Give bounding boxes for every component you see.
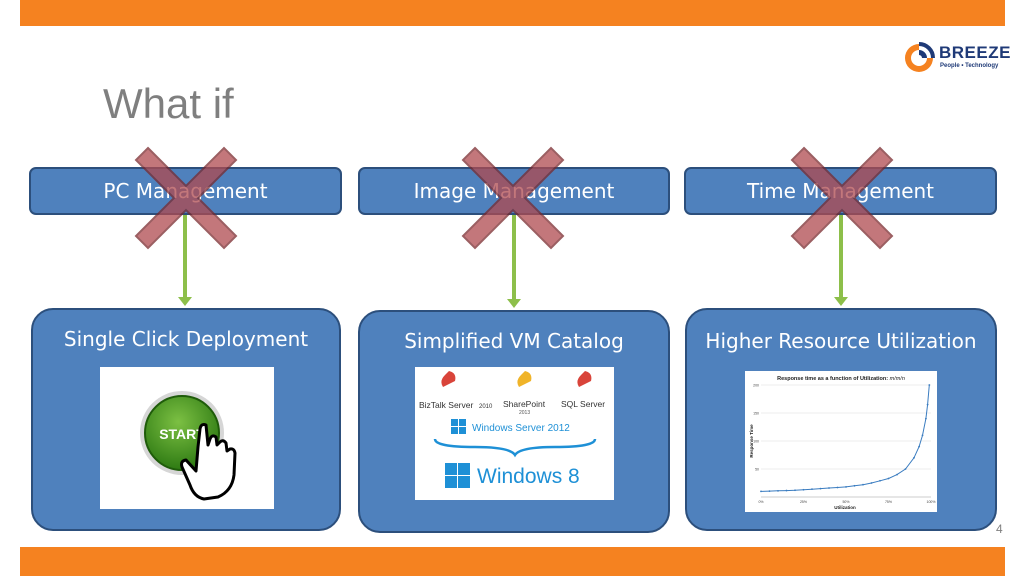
chart-data-point — [870, 482, 873, 484]
arrow-shaft — [839, 215, 843, 299]
chart-data-point — [794, 489, 796, 492]
chart-data-point — [828, 487, 830, 489]
single-click-deployment-box: Single Click Deployment START — [31, 308, 341, 531]
response-time-chart: Response time as a function of Utilizati… — [745, 371, 937, 512]
windows-server-label: Windows Server 2012 — [472, 423, 570, 434]
chart-data-point — [896, 473, 898, 476]
sharepoint-logo-icon: SharePoint 2013 — [503, 371, 546, 416]
chart-data-point — [760, 490, 762, 493]
biztalk-logo-icon: BizTalk Server 2010 — [419, 371, 493, 410]
sql-server-label: SQL Server — [561, 399, 605, 409]
chart-y-tick-label: 200 — [753, 384, 759, 388]
sql-server-logo-icon: SQL Server — [561, 371, 605, 409]
chart-data-point — [928, 384, 931, 386]
chart-data-point — [925, 417, 927, 420]
arrow-shaft — [183, 215, 187, 299]
breeze-logo: BREEZE People • Technology — [902, 39, 1012, 79]
cross-mark-icon — [134, 146, 238, 250]
chart-data-point — [921, 434, 924, 437]
simplified-vm-catalog-label: Simplified VM Catalog — [404, 329, 624, 353]
biztalk-year: 2010 — [479, 404, 493, 410]
biztalk-label: BizTalk Server — [419, 400, 473, 410]
arrow-head-icon — [834, 297, 848, 306]
cross-mark-icon — [790, 146, 894, 250]
arrow-shaft — [512, 215, 516, 301]
windows-8-label: Windows 8 — [477, 465, 580, 488]
chart-y-tick-label: 50 — [755, 468, 759, 472]
bottom-accent-bar — [20, 547, 1005, 576]
chart-title: Response time as a function of Utilizati… — [777, 376, 888, 382]
chart-model: m/m/n — [890, 376, 905, 382]
sharepoint-label: SharePoint — [503, 399, 546, 409]
higher-resource-utilization-box: Higher Resource Utilization Response tim… — [685, 308, 997, 531]
chart-data-point — [918, 445, 920, 448]
simplified-vm-catalog-box: Simplified VM Catalog BizTalk Server 201… — [358, 310, 670, 533]
chart-data-point — [777, 489, 779, 492]
chart-x-tick-label: 75% — [885, 500, 892, 504]
chart-data-point — [904, 468, 907, 470]
start-button-image: START — [100, 367, 274, 509]
chart-series-line — [760, 384, 930, 492]
chart-x-tick-label: 100% — [927, 500, 936, 504]
arrow-head-icon — [178, 297, 192, 306]
chart-x-tick-label: 50% — [842, 500, 849, 504]
cross-mark-icon — [461, 146, 565, 250]
single-click-deployment-label: Single Click Deployment — [63, 327, 309, 351]
chart-data-point — [862, 483, 864, 486]
chart-x-tick-label: 25% — [800, 500, 807, 504]
slide-title: What if — [103, 80, 234, 127]
product-logos-image: BizTalk Server 2010 SharePoint 2013 SQL … — [415, 367, 614, 500]
chart-y-axis-label: Response Time — [749, 424, 754, 458]
logo-tagline: People • Technology — [940, 63, 999, 69]
chart-data-point — [802, 488, 805, 491]
chart-data-point — [819, 487, 822, 490]
top-accent-bar — [20, 0, 1005, 26]
higher-resource-utilization-label: Higher Resource Utilization — [705, 329, 977, 353]
sharepoint-year: 2013 — [519, 410, 530, 416]
chart-data-point — [879, 479, 881, 482]
page-number: 4 — [996, 522, 1003, 536]
arrow-head-icon — [507, 299, 521, 308]
chart-data-point — [785, 489, 788, 492]
windows-8-logo-icon: Windows 8 — [445, 463, 580, 488]
chart-data-point — [887, 477, 890, 480]
chart-x-tick-label: 0% — [758, 500, 763, 504]
svg-text:Response time as a function of: Response time as a function of Utilizati… — [777, 376, 905, 382]
chart-data-point — [913, 456, 915, 459]
chart-y-tick-label: 100 — [753, 440, 759, 444]
start-label: START — [159, 426, 205, 442]
chart-data-point — [811, 488, 813, 491]
chart-data-point — [845, 486, 847, 488]
breeze-swirl-icon — [905, 42, 935, 72]
chart-data-point — [836, 486, 839, 489]
windows-server-logo-icon: Windows Server 2012 — [451, 419, 570, 434]
chart-data-point — [768, 490, 771, 493]
logo-name: BREEZE — [939, 43, 1011, 62]
chart-y-tick-label: 150 — [753, 412, 759, 416]
chart-data-point — [926, 403, 929, 406]
chart-data-point — [853, 484, 856, 487]
chart-x-axis-label: Utilization — [834, 505, 856, 510]
